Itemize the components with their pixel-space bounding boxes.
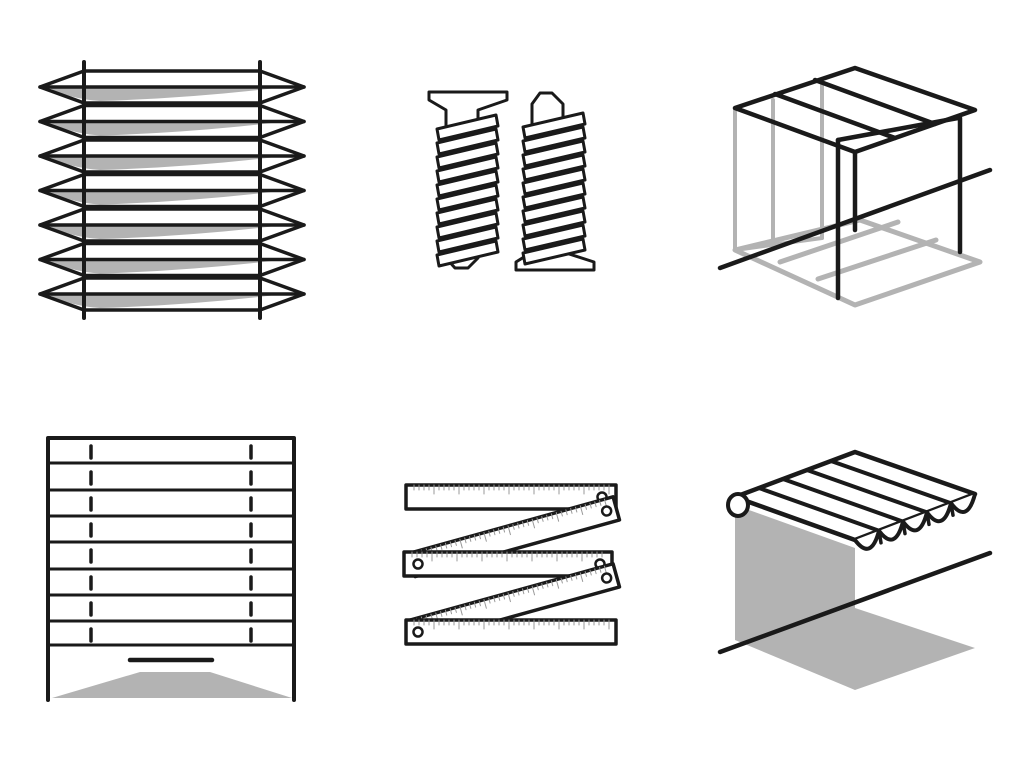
screws-icon <box>427 90 596 272</box>
folding-ruler-icon <box>402 483 622 646</box>
pergola-frame-icon <box>717 65 993 308</box>
roller-shutter-icon <box>46 436 296 702</box>
awning-icon <box>717 449 993 690</box>
pleated-blind-icon <box>38 60 306 320</box>
